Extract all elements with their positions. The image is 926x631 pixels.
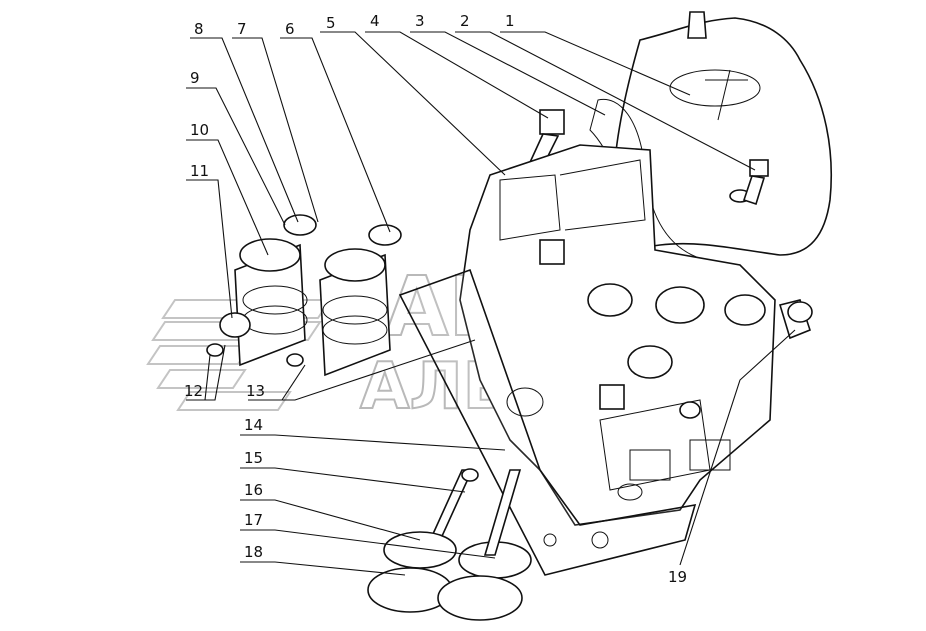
callout-4: 4 bbox=[370, 12, 380, 30]
head-bolts bbox=[539, 239, 813, 410]
callout-15: 15 bbox=[244, 449, 263, 467]
callout-1: 1 bbox=[505, 12, 515, 30]
callout-13: 13 bbox=[246, 382, 265, 400]
callout-12: 12 bbox=[184, 382, 203, 400]
callout-8: 8 bbox=[194, 20, 204, 38]
leader-lines bbox=[186, 31, 796, 576]
valves bbox=[367, 468, 532, 621]
valve-spring-right bbox=[286, 224, 402, 377]
callout-17: 17 bbox=[244, 511, 263, 529]
callout-16: 16 bbox=[244, 481, 263, 499]
callout-19: 19 bbox=[668, 568, 687, 586]
callout-7: 7 bbox=[237, 20, 247, 38]
callout-6: 6 bbox=[285, 20, 295, 38]
callout-9: 9 bbox=[190, 69, 200, 87]
callout-18: 18 bbox=[244, 543, 263, 561]
callout-3: 3 bbox=[415, 12, 425, 30]
callout-11: 11 bbox=[190, 162, 209, 180]
callout-14: 14 bbox=[244, 416, 263, 434]
cylinder-head bbox=[459, 144, 776, 526]
valve-cover bbox=[612, 11, 833, 256]
callout-2: 2 bbox=[460, 12, 470, 30]
callout-5: 5 bbox=[326, 14, 336, 32]
cover-bolt bbox=[742, 159, 769, 206]
valve-spring-left bbox=[206, 214, 317, 367]
head-gasket bbox=[398, 268, 697, 576]
callout-10: 10 bbox=[190, 121, 209, 139]
